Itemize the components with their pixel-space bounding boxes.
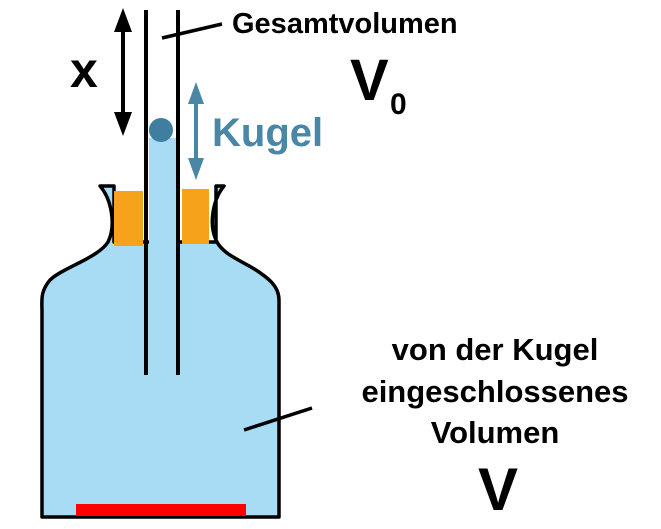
ball: [149, 118, 173, 142]
x-arrow-head-bottom: [114, 112, 132, 136]
ball-arrow-head-top: [188, 82, 204, 104]
stopper-right: [182, 189, 209, 244]
x-arrow-head-top: [114, 8, 132, 32]
ball-arrow-head-bottom: [188, 158, 204, 180]
v0-subscript: 0: [390, 88, 407, 121]
enclosed-volume-line3: Volumen: [431, 415, 560, 450]
bottle-body: [40, 184, 281, 519]
tube-liquid: [149, 138, 177, 248]
ball-label: Kugel: [212, 111, 323, 155]
x-label: x: [70, 42, 98, 98]
v-label: V: [478, 456, 518, 523]
total-volume-label: Gesamtvolumen: [232, 8, 458, 40]
enclosed-volume-line1: von der Kugel: [392, 332, 599, 367]
stopper-left: [114, 191, 143, 246]
total-volume-leader: [161, 22, 223, 40]
enclosed-volume-line2: eingeschlossenes: [361, 374, 628, 409]
bottom-bar: [76, 504, 246, 516]
v0-label: V: [350, 48, 389, 113]
enclosed-volume-leader: [243, 406, 313, 432]
